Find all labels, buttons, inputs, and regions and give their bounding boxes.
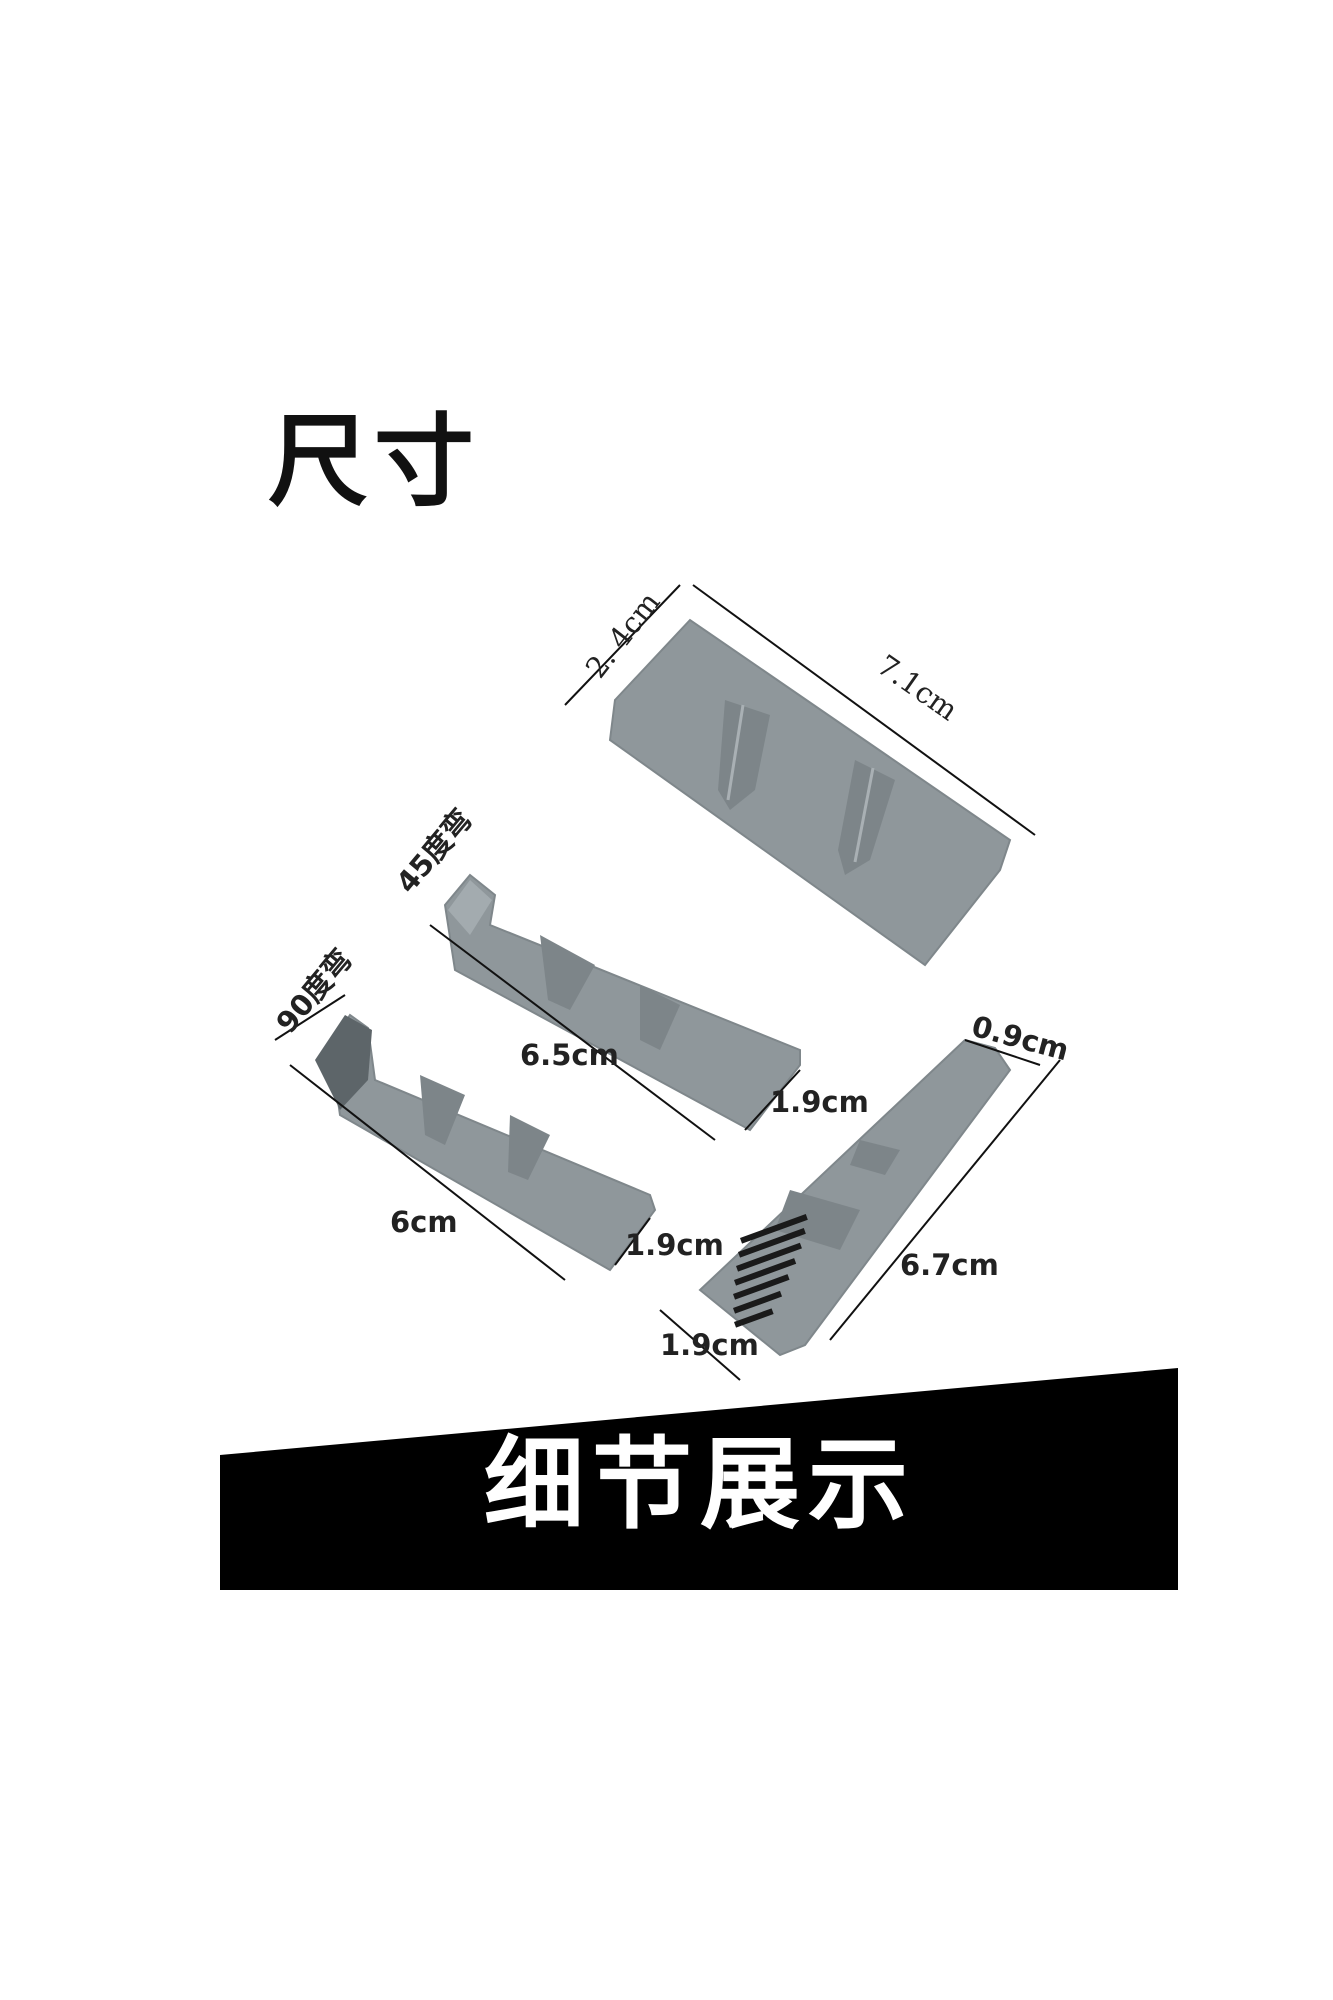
bent45-tool — [443, 873, 801, 1132]
left-length-label: 6cm — [390, 1205, 458, 1239]
mid-width-label: 1.9cm — [770, 1085, 869, 1119]
left-length-line — [289, 1064, 566, 1281]
grip-slots — [733, 1214, 808, 1328]
right-length-label: 6.7cm — [900, 1248, 999, 1282]
mid-length-line — [429, 924, 716, 1141]
bent90-tool — [315, 1013, 657, 1272]
right-tip-line — [964, 1039, 1041, 1066]
left-bend-line — [274, 994, 346, 1041]
left-width-label: 1.9cm — [625, 1228, 724, 1262]
pointed-tool — [698, 1038, 1012, 1357]
left-width-line — [614, 1217, 651, 1266]
top-width-line — [564, 584, 681, 706]
right-length-line — [829, 1059, 1061, 1341]
top-length-line — [692, 584, 1036, 836]
mid-width-line — [744, 1069, 801, 1131]
detail-banner-text: 细节展示 — [484, 1426, 916, 1543]
wide-squeegee-tool — [608, 618, 1012, 967]
size-heading: 尺寸 — [268, 403, 480, 520]
detail-banner — [220, 1368, 1178, 1590]
right-width-label: 1.9cm — [660, 1328, 759, 1362]
mid-length-label: 6.5cm — [520, 1038, 619, 1072]
right-width-line — [659, 1309, 741, 1381]
top-length-label: 7.1cm — [871, 648, 964, 727]
